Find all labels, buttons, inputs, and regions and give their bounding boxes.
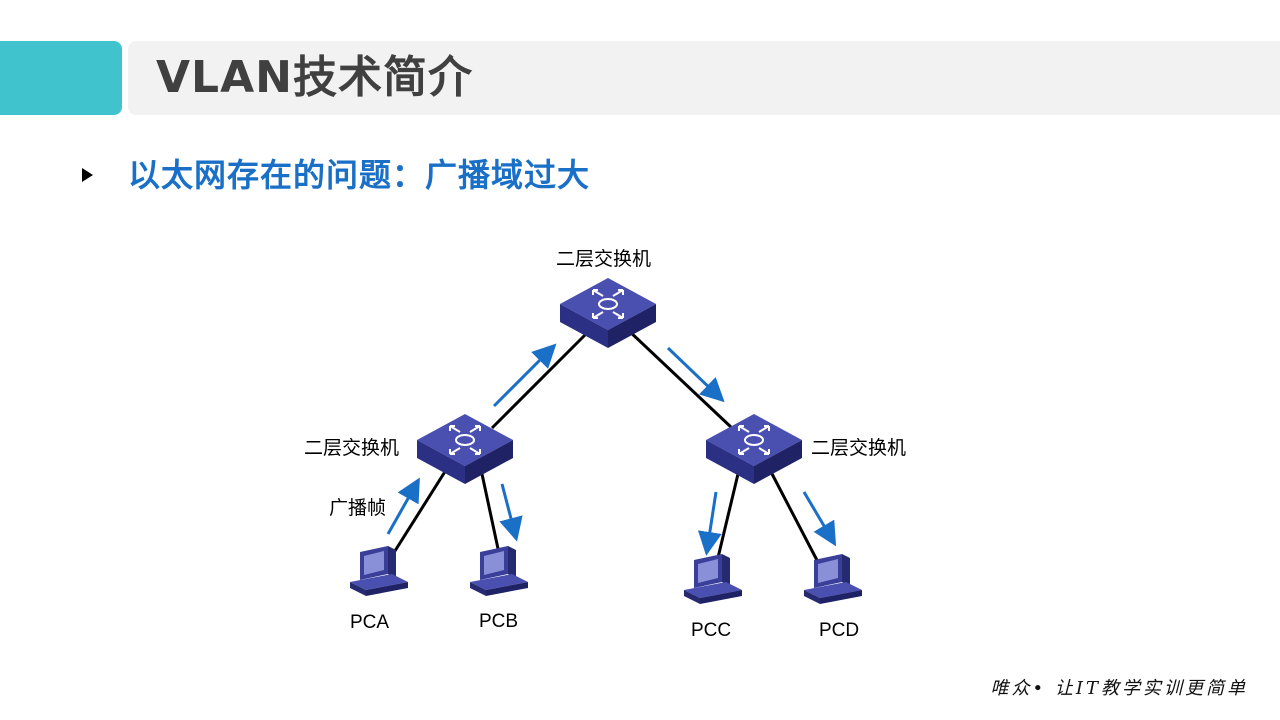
bullet-marker-icon — [82, 168, 93, 182]
arrow-pca-up — [386, 477, 420, 535]
arrow-right-down — [666, 346, 725, 403]
pc-a-icon — [350, 546, 408, 596]
link-left-pcb — [480, 473, 502, 559]
switch-top-label: 二层交换机 — [556, 248, 652, 270]
pc-d-icon — [804, 554, 862, 604]
title-bar — [128, 41, 1280, 115]
switch-right-label: 二层交换机 — [811, 437, 907, 459]
switch-top-icon — [559, 277, 657, 349]
link-right-pcd — [768, 469, 822, 567]
link-top-left — [490, 328, 592, 430]
broadcast-frame-label: 广播帧 — [329, 497, 387, 519]
arrow-pcb-down — [499, 483, 523, 542]
link-left-pca — [386, 469, 448, 563]
pc-d-label: PCD — [819, 620, 860, 641]
arrow-pcc-down — [697, 491, 722, 556]
switch-left-label: 二层交换机 — [304, 437, 400, 459]
pc-b-icon — [470, 546, 528, 596]
footer-slogan: 唯众• 让IT教学实训更简单 — [990, 678, 1248, 699]
switch-right-icon — [705, 413, 803, 485]
link-top-right — [626, 328, 734, 430]
arrow-pcd-down — [802, 491, 837, 547]
bullet-text: 以太网存在的问题：广播域过大 — [128, 156, 591, 194]
pc-a-label: PCA — [350, 612, 390, 633]
slide-title: VLAN技术简介 — [156, 52, 473, 103]
pc-c-label: PCC — [691, 620, 732, 641]
switch-left-icon — [416, 413, 514, 485]
arrow-left-up — [492, 343, 557, 408]
pc-c-icon — [684, 554, 742, 604]
header-accent-tab — [0, 41, 122, 115]
link-right-pcc — [714, 473, 740, 567]
pc-b-label: PCB — [479, 611, 519, 632]
